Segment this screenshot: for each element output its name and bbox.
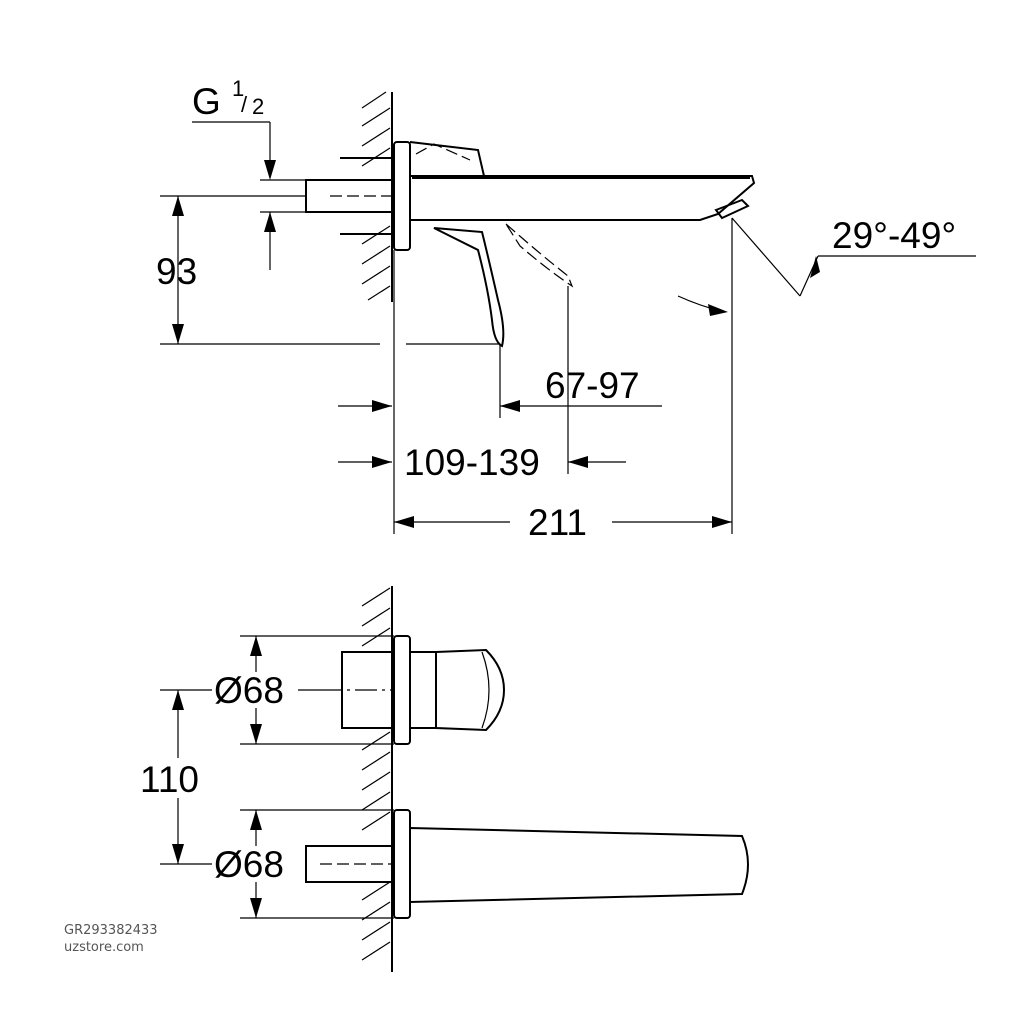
handle-alt-lever: [505, 223, 574, 288]
side-view: G 1 / 2 93 67-97 109-139 211: [156, 76, 976, 543]
spout-top-shape: [409, 826, 749, 904]
spout-body: [409, 175, 756, 221]
handle-collar: [409, 651, 437, 729]
angle-leg: [731, 217, 801, 297]
handle-knob: [435, 648, 506, 732]
thread-numerator: 1: [232, 76, 244, 101]
thread-letter: G: [192, 81, 221, 122]
handle-lever: [433, 227, 505, 348]
wall-hatching-lower: [361, 587, 391, 961]
spout-wall-plate: [393, 809, 411, 919]
angle-label: 29°-49°: [832, 215, 956, 256]
top-view: Ø68 110 Ø68: [134, 586, 749, 972]
dim-93-label: 93: [156, 251, 197, 292]
dia-bottom-label: Ø68: [214, 844, 284, 885]
dim-67-97-label: 67-97: [545, 365, 640, 406]
wall-plate: [393, 141, 411, 251]
dim-211-label: 211: [528, 502, 587, 543]
handle-top: [409, 141, 485, 177]
handle-knob-edge: [481, 651, 490, 729]
watermark-site: uzstore.com: [64, 940, 144, 955]
watermark-code: GR293382433: [64, 923, 158, 938]
dim-110-label: 110: [140, 759, 199, 800]
dim-109-139-label: 109-139: [404, 442, 540, 483]
handle-alt-top: [415, 143, 471, 161]
dia-top-label: Ø68: [214, 670, 284, 711]
aerator: [714, 198, 750, 220]
thread-denominator: 2: [252, 94, 264, 119]
handle-wall-plate: [393, 635, 411, 745]
thread-slash: /: [241, 92, 248, 117]
